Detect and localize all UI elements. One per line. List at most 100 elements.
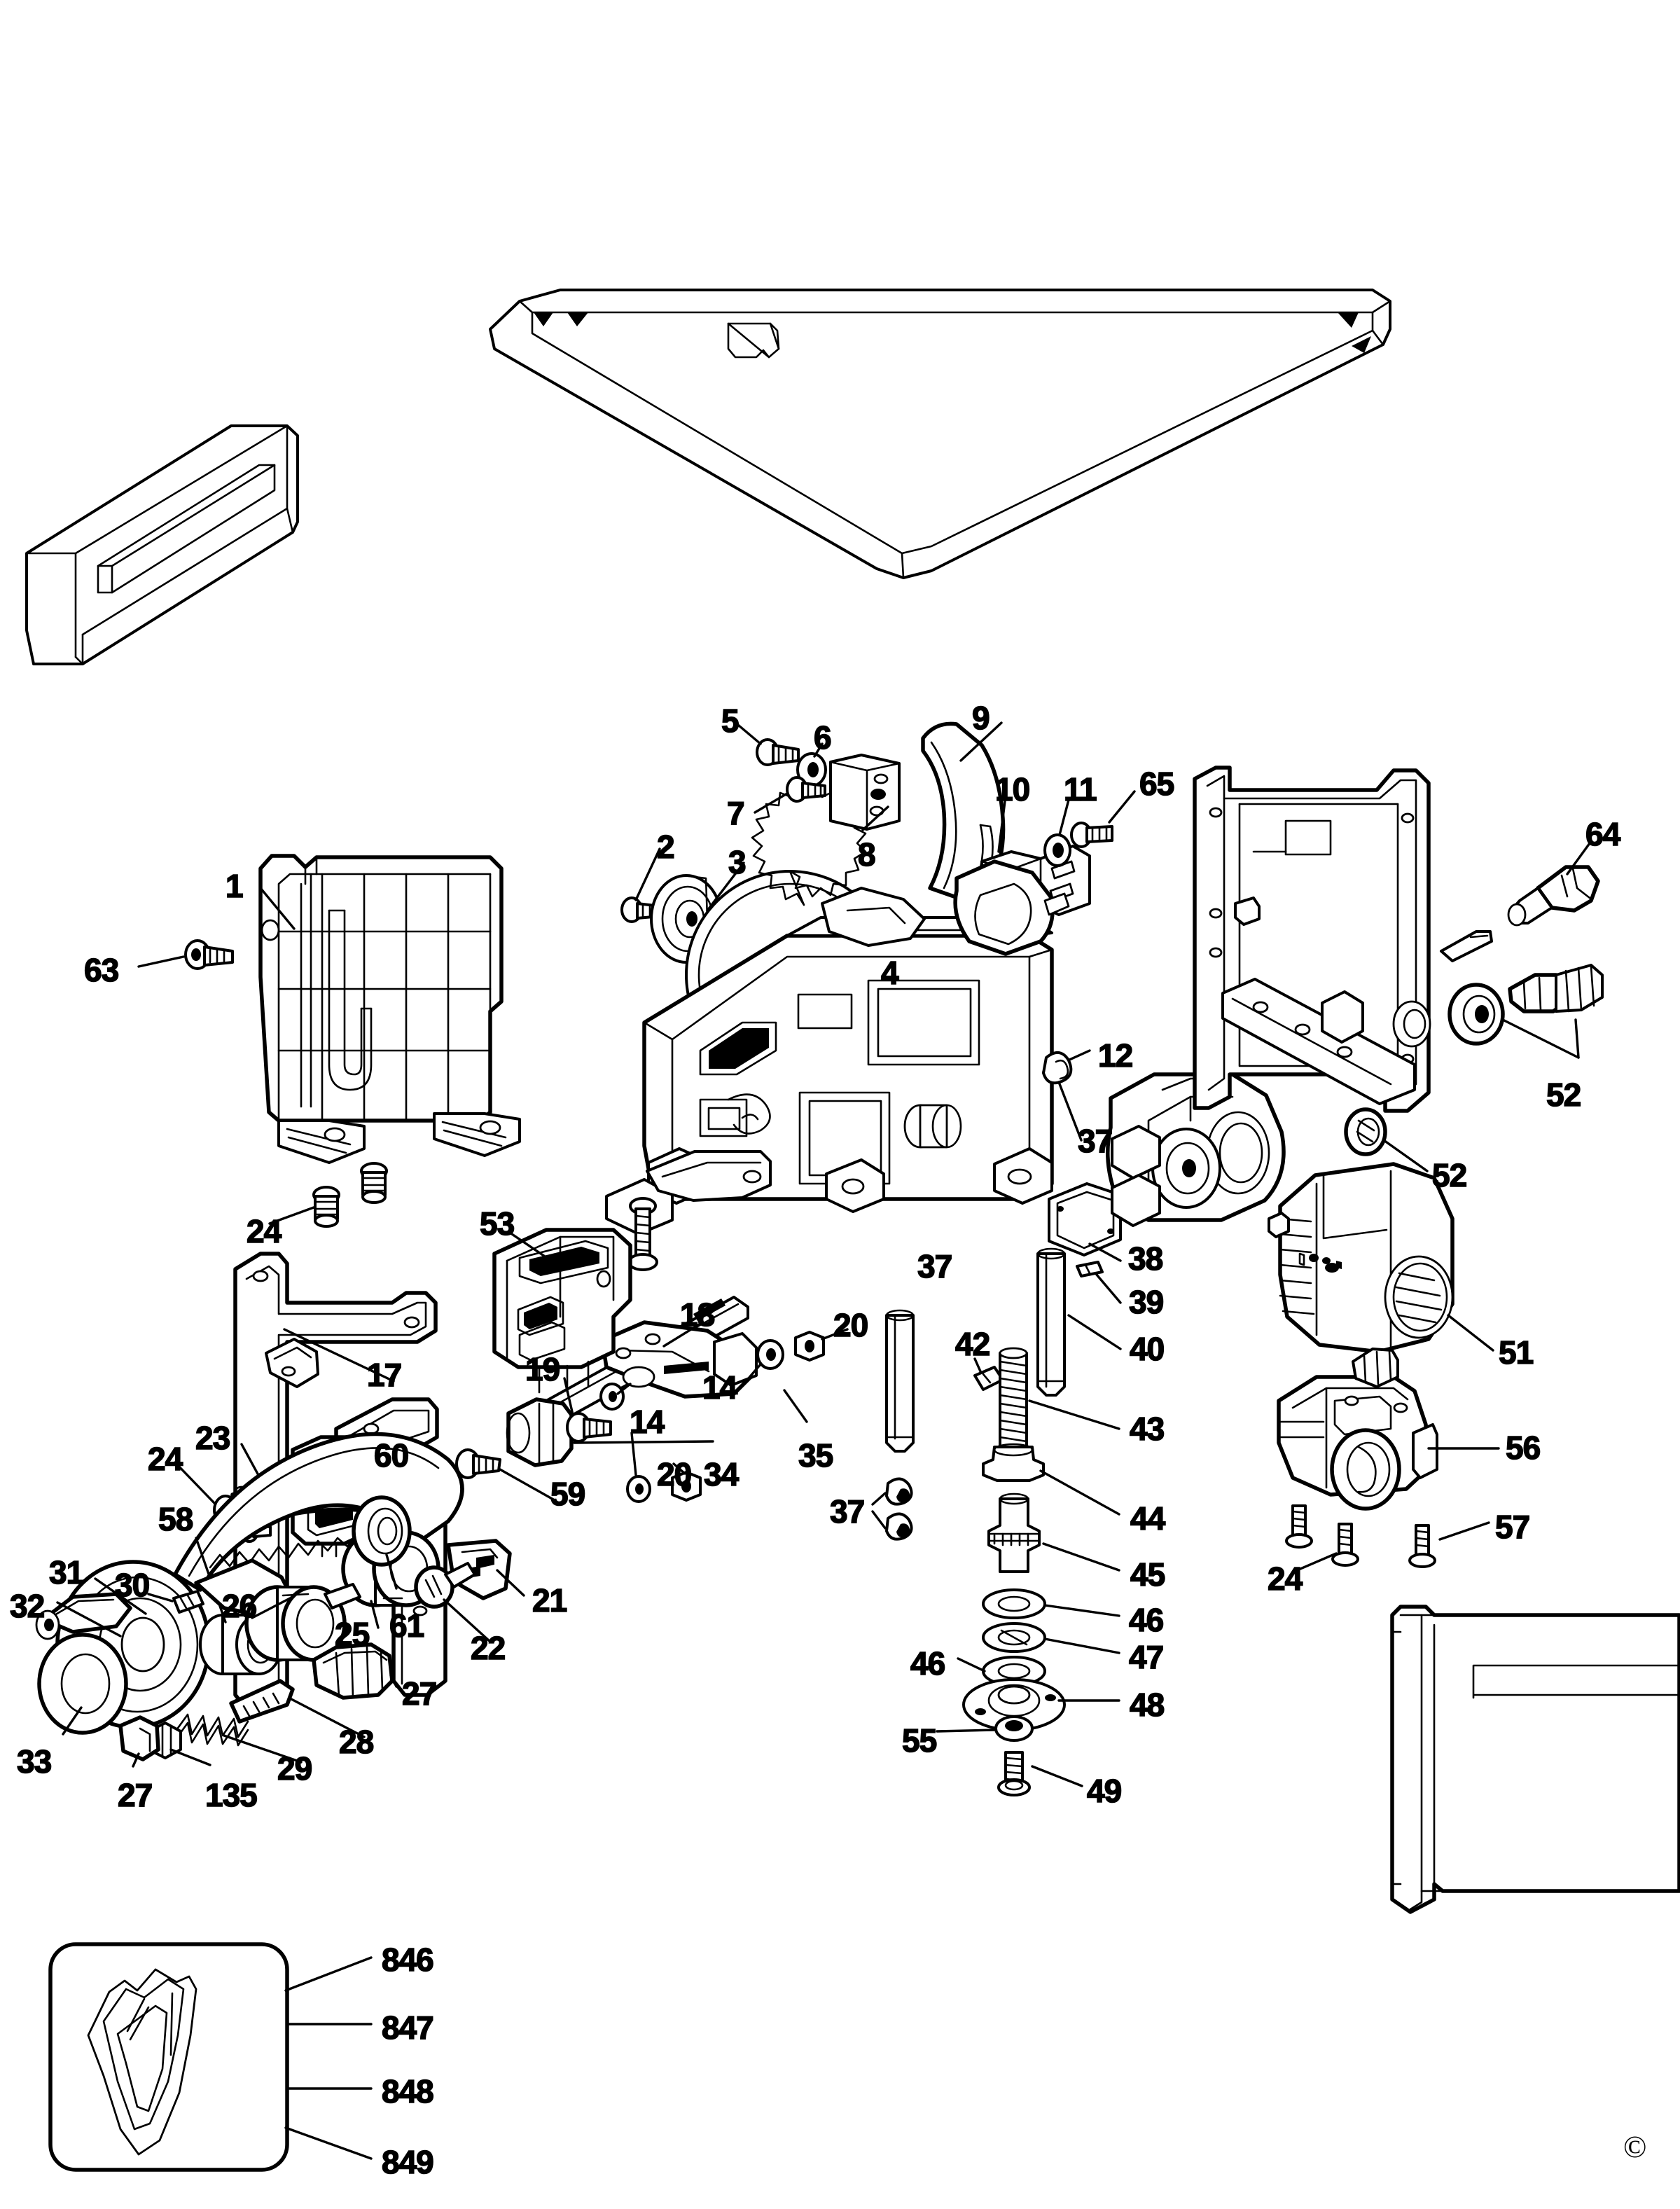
callout-27b: 27: [117, 1777, 153, 1813]
motor-part-51: [1268, 1162, 1455, 1354]
washer-part-6: [796, 752, 827, 787]
leader-64: [1566, 842, 1591, 875]
accessory-bag-inset: [48, 1942, 289, 2172]
callout-34: 34: [703, 1456, 740, 1493]
callout-49: 49: [1086, 1773, 1123, 1809]
bracket-upper: [646, 1150, 772, 1202]
bearing-lever-part-26: [194, 1558, 347, 1662]
callout-63: 63: [83, 952, 120, 988]
callout-39: 39: [1128, 1284, 1165, 1320]
leader-52a: [1574, 1018, 1580, 1059]
leader-9: [959, 721, 1003, 762]
leader-19: [563, 1377, 574, 1416]
pin-part-39: [1076, 1261, 1104, 1277]
callout-59: 59: [550, 1476, 586, 1512]
screw-part-49: [997, 1751, 1031, 1796]
callout-37a: 37: [1077, 1123, 1113, 1159]
leader-1: [259, 887, 296, 930]
leader-35: [783, 1389, 808, 1423]
screw-63-part: [184, 939, 234, 970]
nut-part-55: [994, 1715, 1034, 1742]
callout-5: 5: [721, 702, 740, 739]
callout-17: 17: [366, 1357, 403, 1393]
leader-37b-1: [871, 1492, 887, 1506]
callout-46b: 46: [910, 1645, 946, 1682]
motor-bracket-frame: [1193, 766, 1431, 1113]
leader-34: [573, 1440, 714, 1444]
callout-31: 31: [48, 1554, 85, 1591]
ribbed-panel-part-1: [258, 854, 521, 1164]
pin-part-28: [229, 1679, 295, 1724]
leader-18: [662, 1322, 702, 1348]
bushing-part-61: [352, 1495, 412, 1567]
leader-29: [223, 1734, 303, 1764]
callout-23: 23: [195, 1420, 231, 1456]
washer-part-14b: [599, 1383, 625, 1411]
callout-3: 3: [728, 844, 747, 880]
callout-44: 44: [1130, 1500, 1166, 1537]
washer-part-46a: [982, 1588, 1046, 1619]
leader-30: [147, 1593, 174, 1602]
key-part-30: [172, 1590, 204, 1614]
callout-52a: 52: [1546, 1076, 1582, 1113]
callout-53: 53: [479, 1205, 515, 1242]
callout-37c: 37: [829, 1493, 866, 1530]
leader-22: [443, 1598, 492, 1643]
gearbox-housing-part: [1106, 1072, 1286, 1227]
collar-part-44: [982, 1443, 1045, 1482]
leader-52b: [1382, 1139, 1429, 1172]
leader-14a: [742, 1363, 762, 1385]
threaded-rod-part-43: [999, 1347, 1028, 1448]
bushing-part-34: [506, 1397, 574, 1467]
leader-43: [1028, 1399, 1120, 1430]
callout-47: 47: [1128, 1639, 1165, 1675]
leader-28: [290, 1698, 366, 1738]
callout-12: 12: [1097, 1037, 1134, 1074]
callout-10: 10: [994, 771, 1031, 808]
leader-5: [733, 720, 762, 745]
callout-9: 9: [971, 700, 990, 736]
leader-846: [284, 1956, 373, 1992]
callout-38: 38: [1127, 1240, 1164, 1277]
callout-51: 51: [1498, 1334, 1534, 1371]
leader-38: [1088, 1242, 1122, 1262]
callout-43: 43: [1129, 1411, 1165, 1447]
leader-11: [1058, 798, 1070, 836]
washer-part-47: [982, 1622, 1046, 1653]
leader-33: [62, 1706, 83, 1736]
right-side-panel-part: [1390, 1605, 1680, 1914]
screws-24a-part: [312, 1162, 388, 1228]
leader-8: [861, 805, 889, 831]
pulley-assembly: [35, 1560, 211, 1735]
callout-14a: 14: [702, 1369, 738, 1406]
leader-21: [496, 1569, 525, 1597]
leader-51: [1447, 1314, 1494, 1352]
leader-37b-2: [871, 1510, 887, 1530]
leader-14c: [630, 1432, 637, 1476]
callout-14b: 14: [629, 1404, 665, 1440]
leader-24c: [1296, 1552, 1338, 1572]
callout-55: 55: [901, 1722, 938, 1759]
callout-57: 57: [1494, 1509, 1531, 1545]
nut-part-20b: [671, 1471, 702, 1502]
callout-2: 2: [656, 829, 675, 865]
cable-gland-52b: [1448, 983, 1505, 1046]
callout-25: 25: [334, 1616, 370, 1652]
callout-32: 32: [9, 1588, 46, 1624]
leader-14b: [616, 1383, 632, 1395]
leader-24b: [174, 1461, 216, 1504]
leader-31: [94, 1577, 147, 1615]
callout-52b: 52: [1431, 1157, 1468, 1193]
leader-55: [936, 1729, 996, 1733]
callout-33: 33: [16, 1743, 53, 1780]
leader-47: [1043, 1637, 1120, 1654]
screw-part-65: [1070, 822, 1113, 848]
leader-46b: [957, 1657, 986, 1673]
leader-25: [370, 1600, 380, 1629]
callout-56: 56: [1505, 1429, 1541, 1466]
callout-7: 7: [726, 795, 745, 831]
leader-40: [1067, 1314, 1122, 1350]
leader-53: [508, 1231, 555, 1263]
leader-61: [385, 1553, 398, 1590]
